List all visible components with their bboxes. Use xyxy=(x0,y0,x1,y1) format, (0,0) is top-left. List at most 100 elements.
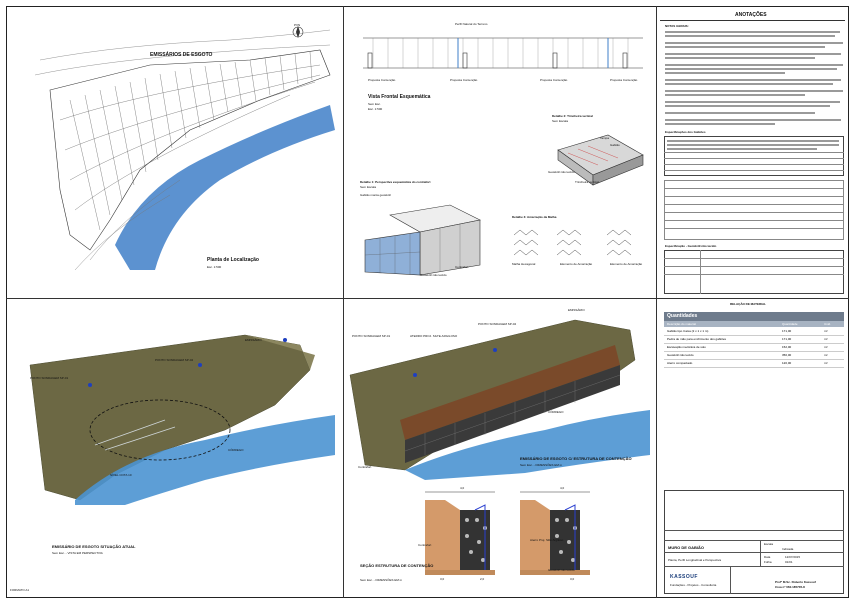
row-unit: m² xyxy=(824,353,828,357)
view1-sub: Sem Esc. - VISTA EM PERSPECTIVA xyxy=(52,551,103,555)
detail2-label-1: Tampa xyxy=(600,136,610,140)
section-sub: Sem Esc. - DIMENSÕES EM m xyxy=(360,578,403,582)
view1-corrego: CÓRREGO xyxy=(228,448,244,452)
location-plan xyxy=(34,26,335,271)
frontal-scale-b: Esc. 1:500 xyxy=(368,107,383,111)
detail2-label-3: Geotêxtil não tecido xyxy=(548,170,575,174)
section-drawings xyxy=(425,491,590,575)
plan-scale: Esc. 1:500 xyxy=(207,265,222,269)
frontal-label-2: Proposta Contenção xyxy=(450,78,478,82)
engineer-name: Profº M.Sc. Roberto Kassouf xyxy=(775,580,816,584)
notes-heading: NOTAS GERAIS: xyxy=(665,24,689,28)
dim-e: 3,0 xyxy=(570,577,575,581)
col-description: Descrição do material xyxy=(667,322,697,326)
title-scale: Indicada xyxy=(782,547,794,551)
annotations-underline xyxy=(660,20,845,21)
view2-emissario: EMISSÁRIO xyxy=(568,308,585,312)
detail1-sub: Sem Escala xyxy=(360,185,377,189)
view1-nivel: NÍVEL COTA 10 xyxy=(110,473,132,477)
detail3-title: Detalhe 3: Amarração da Malha xyxy=(512,215,557,219)
quantities-row: Pedra de mão para enchimento dos gabiões… xyxy=(664,336,844,344)
title-sheet-label: Folha xyxy=(764,560,772,564)
view1-sp2: PONTO SONDAGEM SP-02 xyxy=(155,358,194,362)
north-label: PVN xyxy=(294,23,301,27)
row-description: Geotêxtil não tecido xyxy=(667,353,694,357)
divider-right-mid xyxy=(656,298,849,299)
title-date-label: Data xyxy=(764,555,771,559)
dim-a: 4,0 xyxy=(460,486,465,490)
row-unit: m³ xyxy=(824,345,828,349)
title-project: MURO DE GABIÃO xyxy=(668,545,704,550)
section-label-contrafort: Contrafort xyxy=(418,543,432,547)
detail3-label-1: Malha Hexagonal xyxy=(512,262,536,266)
section-label-aterro: Aterro Proj. Silte Argiloso xyxy=(530,538,564,542)
view2-with-retaining-wall xyxy=(349,319,650,480)
dim-d: 3,0 xyxy=(440,577,445,581)
dim-b: 4,0 xyxy=(560,486,565,490)
frontal-view xyxy=(363,37,643,69)
section-left xyxy=(425,491,495,575)
section-right xyxy=(520,491,590,575)
view2-sub: Sem Esc. - DIMENSÕES EM m xyxy=(520,463,563,467)
quantities-row: Gabião tipo Caixa (2 x 1 x 1 m) 171,00 m³ xyxy=(664,328,844,336)
detail1-label-b: Contrafort xyxy=(455,265,469,269)
view2-sp1: PONTO SONDAGEM SP-01 xyxy=(352,334,391,338)
title-date: 12/07/2015 xyxy=(785,555,801,559)
detail2-sub: Sem Escala xyxy=(552,119,569,123)
row-quantity: 120,00 xyxy=(782,361,792,365)
detail2-label-2: Gabião xyxy=(610,143,620,147)
drawing-sheet xyxy=(6,6,849,598)
annotations-title: ANOTAÇÕES xyxy=(735,12,767,18)
title-block xyxy=(664,490,844,594)
spec2-title: Especificação - Geotêxtil não tecido xyxy=(665,244,717,248)
spec1-title: Especificações dos Gabiões xyxy=(665,130,706,134)
detail1-title: Detalhe 1: Perspectiva esquemática do co… xyxy=(360,180,431,184)
material-title: RELAÇÃO DE MATERIAL xyxy=(730,302,766,306)
row-description: Aterro compactado xyxy=(667,361,693,365)
section-label-geo: Geotêxtil não tecido xyxy=(548,568,575,572)
view1-title: EMISSÁRIO DE ESGOTO SITUAÇÃO ATUAL xyxy=(52,544,136,549)
view1-emissario: EMISSÁRIO xyxy=(245,338,262,342)
view1-sp1: PONTO SONDAGEM SP-01 xyxy=(30,376,69,380)
detail1-label-a: Gabião manta geotêxtil xyxy=(360,193,391,197)
row-quantity: 171,00 xyxy=(782,337,792,341)
company-sub: Fundações - Projetos - Consultoria xyxy=(670,583,717,587)
plan-stream xyxy=(115,105,335,270)
col-unit: Unid. xyxy=(824,322,832,326)
plan-slope-hatch xyxy=(49,49,331,251)
detail3-label-2: Elemento de Amarração xyxy=(560,262,593,266)
frontal-label-4: Proposta Contenção xyxy=(610,78,638,82)
detail1-label-c: Geotêxtil não tecido xyxy=(420,273,447,277)
view2-sp2: PONTO SONDAGEM SP-02 xyxy=(478,322,517,326)
title-sheet-no: 01/01 xyxy=(785,560,793,564)
title-drawing: Planta, Perfil Longitudinal e Perspectiv… xyxy=(668,558,722,562)
row-quantity: 171,00 xyxy=(782,329,792,333)
plan-caption: Planta de Localização xyxy=(207,257,259,263)
view2-corrego: CÓRREGO xyxy=(548,410,564,414)
spec2-table xyxy=(664,250,844,294)
detail2-title: Detalhe 2: Trincheira vertical xyxy=(552,114,593,118)
divider-vertical-right xyxy=(656,6,657,598)
divider-vertical-left xyxy=(343,6,344,598)
dim-c: 2,0 xyxy=(480,577,485,581)
divider-middle xyxy=(6,298,656,299)
quantities-columns: Descrição do material Quantidade Unid. xyxy=(664,321,844,327)
row-quantity: 152,00 xyxy=(782,345,792,349)
col-quantity: Quantidade xyxy=(782,322,798,326)
frontal-label-top: Perfil Natural do Terreno xyxy=(455,22,488,26)
format-stamp: FORMATO A1 xyxy=(10,588,30,592)
view2-title: EMISSÁRIO DE ESGOTO C/ ESTRUTURA DE CONT… xyxy=(520,456,632,461)
view2-contrafort: Contrafort xyxy=(358,465,372,469)
detail3-label-3: Elemento de Amarração xyxy=(610,262,643,266)
row-unit: m³ xyxy=(824,329,828,333)
plan-title: EMISSÁRIOS DE ESGOTO xyxy=(150,52,213,58)
row-description: Gabião tipo Caixa (2 x 1 x 1 m) xyxy=(667,329,709,333)
detail1-perspective xyxy=(364,204,481,276)
frontal-label-1: Proposta Contenção xyxy=(368,78,396,82)
north-arrow xyxy=(292,26,304,38)
detail2-trench xyxy=(557,134,644,186)
title-scale-label: Escala xyxy=(764,542,774,546)
